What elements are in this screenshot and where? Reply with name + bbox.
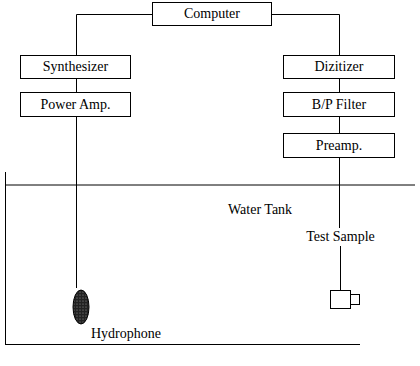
box-label: B/P Filter — [312, 97, 366, 113]
process-box: Preamp. — [283, 133, 395, 158]
signal-wire — [76, 117, 77, 288]
computer-box: Computer — [152, 2, 272, 26]
test-sample: Test Sample — [298, 228, 383, 312]
box-label: Dizitizer — [315, 59, 364, 75]
hydrophone: Hydrophone — [61, 288, 176, 343]
process-box: B/P Filter — [283, 92, 395, 117]
node-label: Hydrophone — [89, 326, 163, 342]
process-box: Power Amp. — [20, 92, 131, 117]
hydrophone-body — [73, 290, 89, 324]
signal-wire — [76, 79, 77, 92]
box-label: Preamp. — [316, 138, 362, 154]
sample-lead — [340, 246, 341, 290]
water-tank: Water TankHydrophoneTest Sample — [5, 185, 360, 345]
signal-wire — [339, 117, 340, 133]
signal-wire — [339, 79, 340, 92]
process-box: Dizitizer — [283, 55, 395, 79]
box-label: Computer — [184, 6, 240, 22]
signal-wire — [272, 15, 340, 56]
process-box: Synthesizer — [20, 55, 131, 79]
box-label: Power Amp. — [41, 97, 111, 113]
sample-tab — [351, 295, 360, 305]
tank-wall-top — [5, 172, 6, 185]
signal-wire — [339, 158, 340, 228]
node-label: Water Tank — [226, 202, 294, 218]
node-label: Test Sample — [298, 229, 383, 245]
box-label: Synthesizer — [43, 59, 108, 75]
sample-body — [331, 291, 351, 309]
signal-wire — [77, 15, 153, 56]
